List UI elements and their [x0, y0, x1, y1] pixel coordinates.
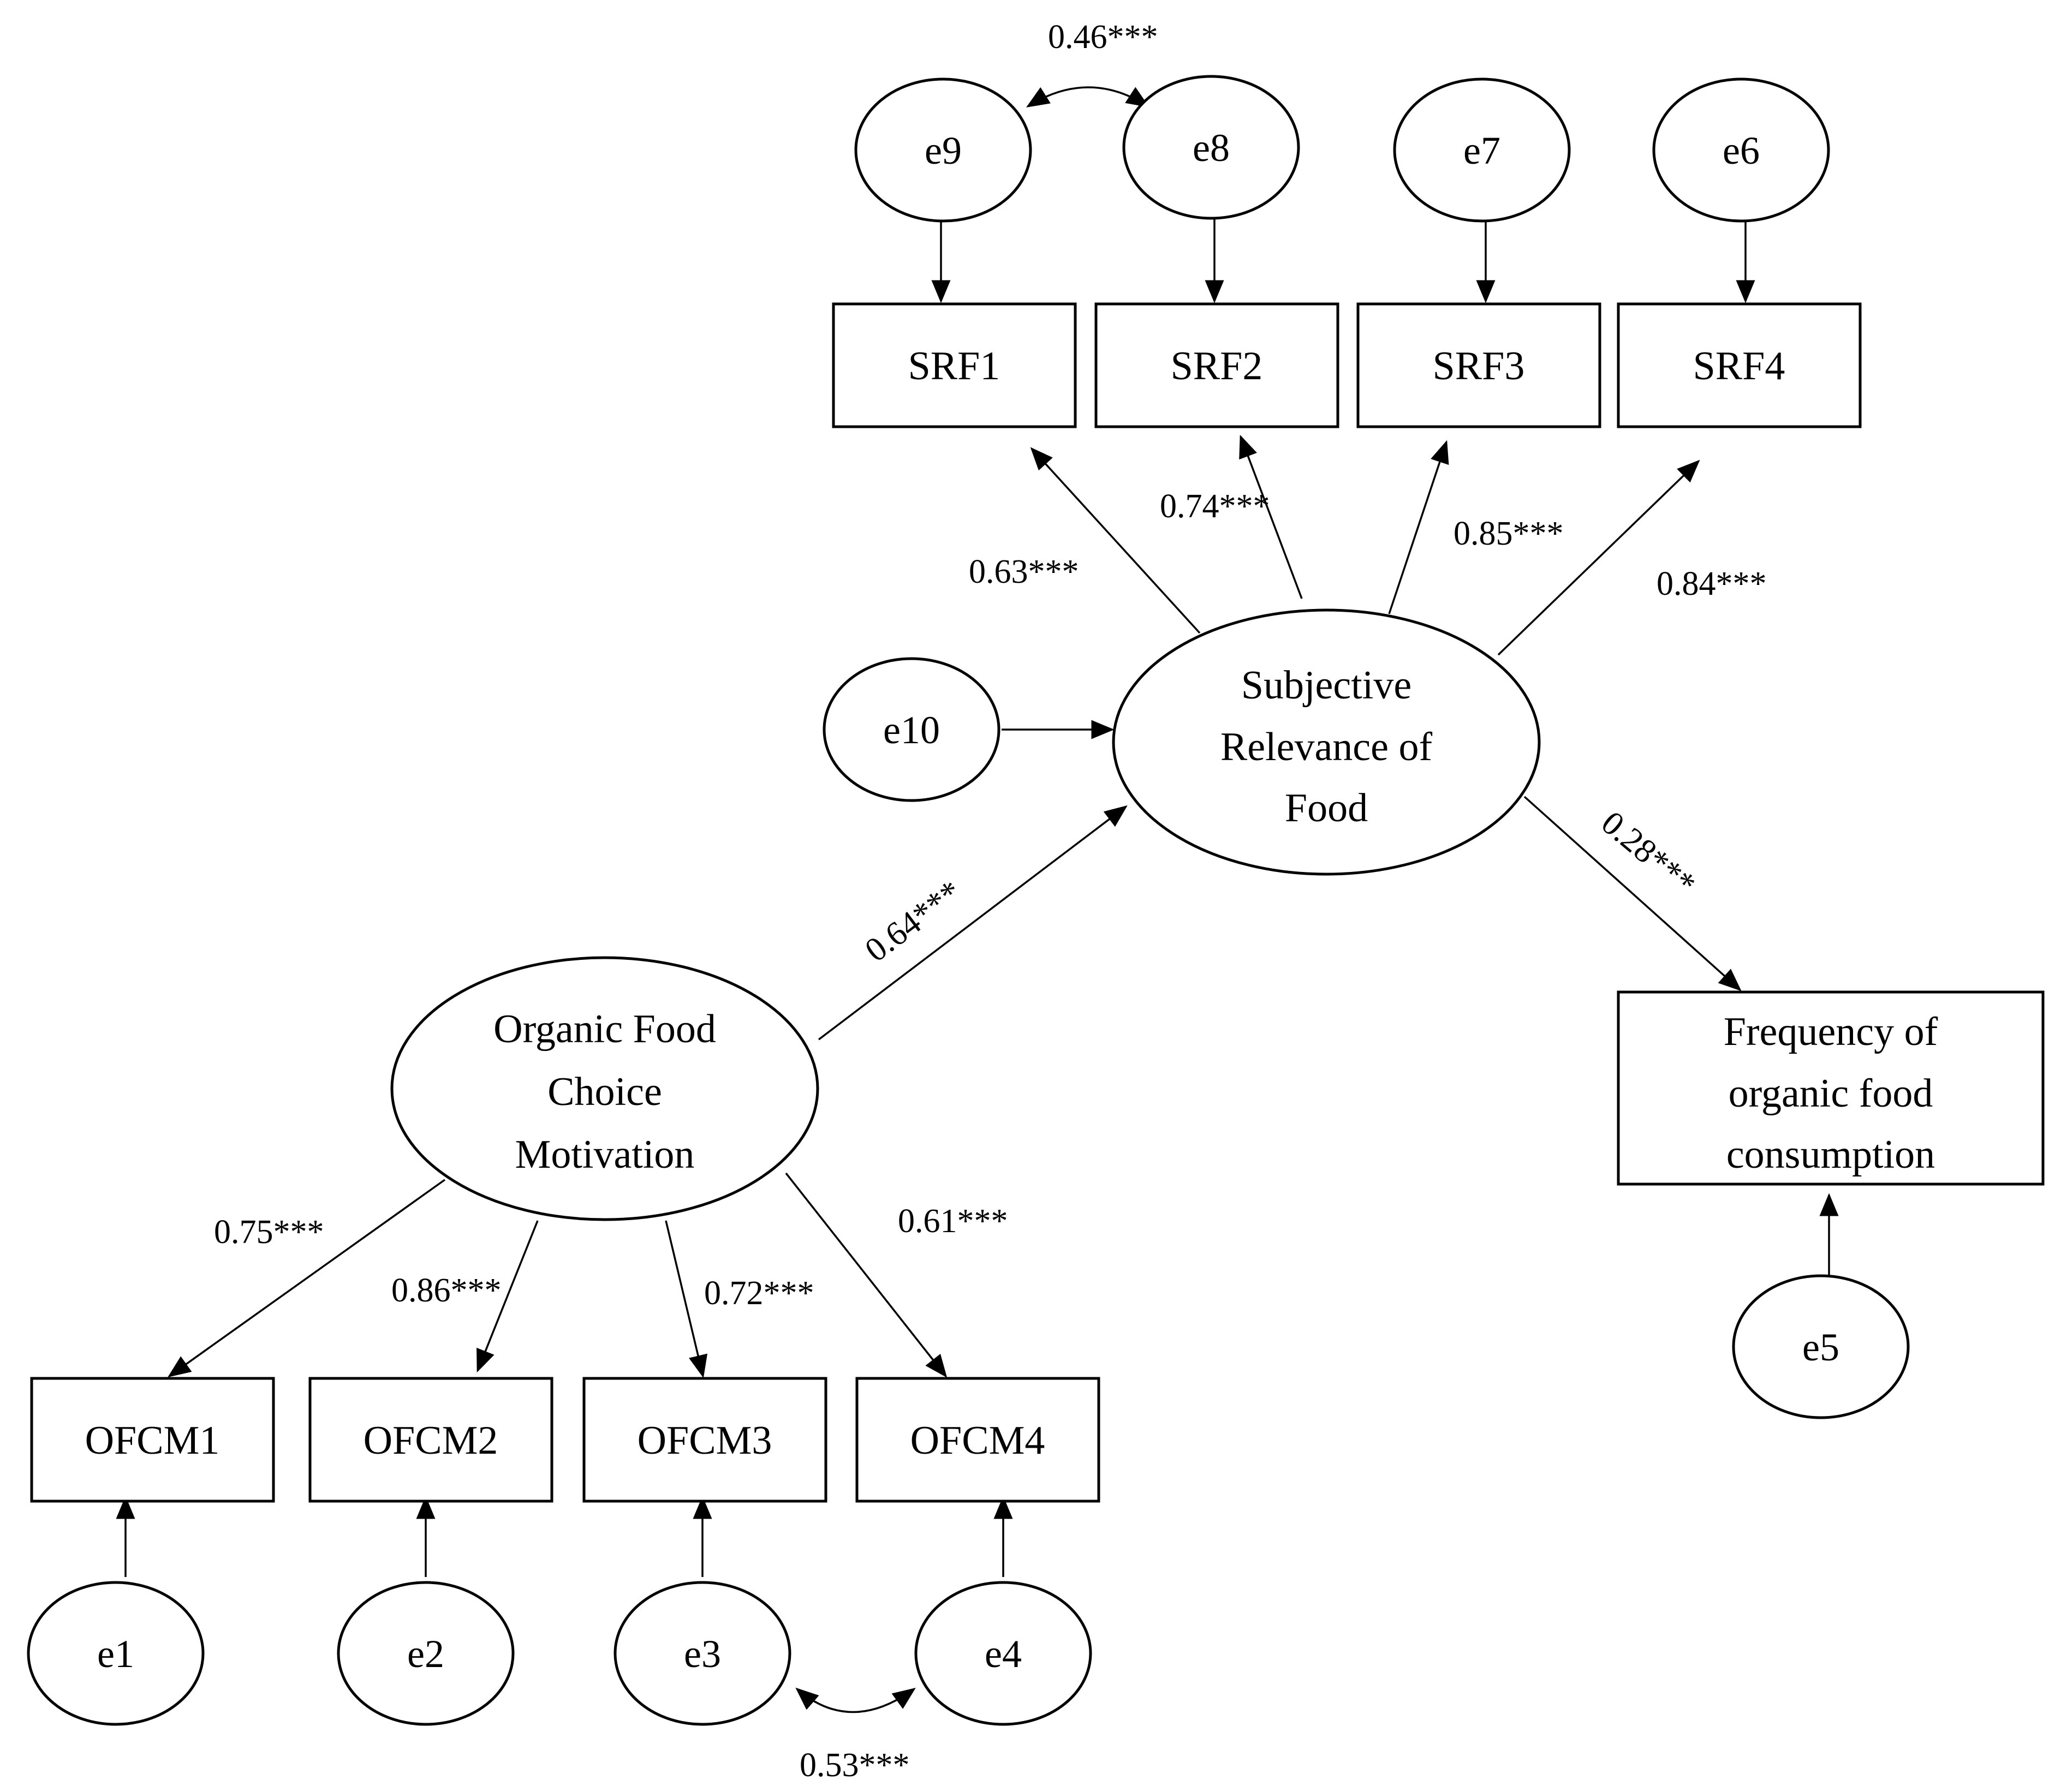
indicator-srf3: SRF3 — [1356, 302, 1601, 428]
indicator-ofcm4: OFCM4 — [855, 1377, 1100, 1503]
error-e9: e9 — [854, 77, 1032, 223]
path-ofcm-ofcm4 — [785, 1172, 948, 1378]
coef-srf-srf1: 0.63*** — [969, 553, 1079, 590]
outcome-line1: Frequency of — [1724, 1010, 1938, 1054]
coef-cov-e3-e4: 0.53*** — [800, 1747, 910, 1784]
indicator-srf4: SRF4 — [1617, 302, 1862, 428]
outcome-line3: consumption — [1726, 1132, 1935, 1177]
coef-ofcm-ofcm2: 0.86*** — [391, 1272, 502, 1309]
error-e4-label: e4 — [985, 1632, 1022, 1676]
error-e6-label: e6 — [1723, 129, 1760, 172]
error-e4: e4 — [914, 1581, 1092, 1726]
coef-ofcm-ofcm1: 0.75*** — [214, 1214, 324, 1251]
coef-cov-e9-e8: 0.46*** — [1048, 19, 1158, 56]
coef-ofcm-srf: 0.64*** — [859, 874, 969, 970]
error-e9-label: e9 — [925, 129, 962, 172]
indicator-ofcm3: OFCM3 — [582, 1377, 827, 1503]
error-e10: e10 — [823, 657, 1000, 802]
path-ofcm-srf — [818, 805, 1128, 1041]
error-e3-label: e3 — [684, 1632, 721, 1676]
latent-organic-food-choice-motivation: Organic Food Choice Motivation — [390, 956, 819, 1221]
path-ofcm-ofcm3 — [665, 1220, 708, 1378]
error-e7-label: e7 — [1463, 129, 1500, 172]
indicator-srf1-label: SRF1 — [908, 344, 1000, 389]
coef-srf-freq: 0.28*** — [1594, 804, 1702, 904]
error-e8-label: e8 — [1193, 126, 1230, 170]
error-e5-label: e5 — [1802, 1325, 1839, 1369]
path-srf-srf3 — [1388, 440, 1449, 614]
indicator-srf1: SRF1 — [832, 302, 1077, 428]
indicator-srf4-label: SRF4 — [1693, 344, 1785, 389]
indicator-ofcm1: OFCM1 — [30, 1377, 275, 1503]
error-e8: e8 — [1122, 75, 1300, 220]
indicator-ofcm3-label: OFCM3 — [638, 1418, 772, 1463]
indicator-srf2-label: SRF2 — [1171, 344, 1263, 389]
error-e2-label: e2 — [407, 1632, 444, 1676]
cov-e9-e8 — [1026, 86, 1149, 107]
latent-subjective-relevance-of-food: Subjective Relevance of Food — [1112, 608, 1541, 876]
path-srf-srf4 — [1497, 459, 1700, 656]
cov-e3-e4 — [795, 1687, 916, 1713]
coef-ofcm-ofcm4: 0.61*** — [898, 1203, 1008, 1240]
error-e5: e5 — [1732, 1274, 1910, 1419]
indicator-srf3-label: SRF3 — [1433, 344, 1525, 389]
coef-ofcm-ofcm3: 0.72*** — [704, 1275, 814, 1312]
error-e1-label: e1 — [97, 1632, 134, 1676]
indicator-ofcm1-label: OFCM1 — [85, 1418, 220, 1463]
latent-ofcm-line3: Motivation — [515, 1132, 695, 1177]
coef-srf-srf4: 0.84*** — [1657, 565, 1767, 602]
error-e10-label: e10 — [883, 708, 940, 752]
path-ofcm-ofcm2 — [476, 1220, 539, 1373]
error-e2: e2 — [337, 1581, 515, 1726]
error-e3: e3 — [613, 1581, 791, 1726]
path-srf-srf2 — [1239, 434, 1303, 599]
latent-srf-line3: Food — [1285, 786, 1368, 831]
error-e1: e1 — [27, 1581, 205, 1726]
error-e6: e6 — [1652, 77, 1830, 223]
latent-srf-line2: Relevance of — [1220, 725, 1433, 769]
indicator-ofcm4-label: OFCM4 — [910, 1418, 1045, 1463]
coef-srf-srf3: 0.85*** — [1454, 515, 1564, 552]
error-e7: e7 — [1393, 77, 1571, 223]
path-srf-freq — [1523, 796, 1742, 991]
coef-srf-srf2: 0.74*** — [1160, 488, 1270, 525]
indicator-srf2: SRF2 — [1094, 302, 1339, 428]
path-srf-srf1 — [1030, 447, 1201, 634]
path-ofcm-ofcm1 — [168, 1179, 446, 1378]
latent-ofcm-line1: Organic Food — [493, 1007, 716, 1052]
latent-ofcm-line2: Choice — [547, 1070, 662, 1114]
indicator-ofcm2-label: OFCM2 — [364, 1418, 498, 1463]
outcome-frequency-organic-food: Frequency of organic food consumption — [1617, 990, 2045, 1186]
latent-srf-line1: Subjective — [1241, 663, 1411, 708]
outcome-line2: organic food — [1729, 1071, 1933, 1116]
indicator-ofcm2: OFCM2 — [308, 1377, 553, 1503]
